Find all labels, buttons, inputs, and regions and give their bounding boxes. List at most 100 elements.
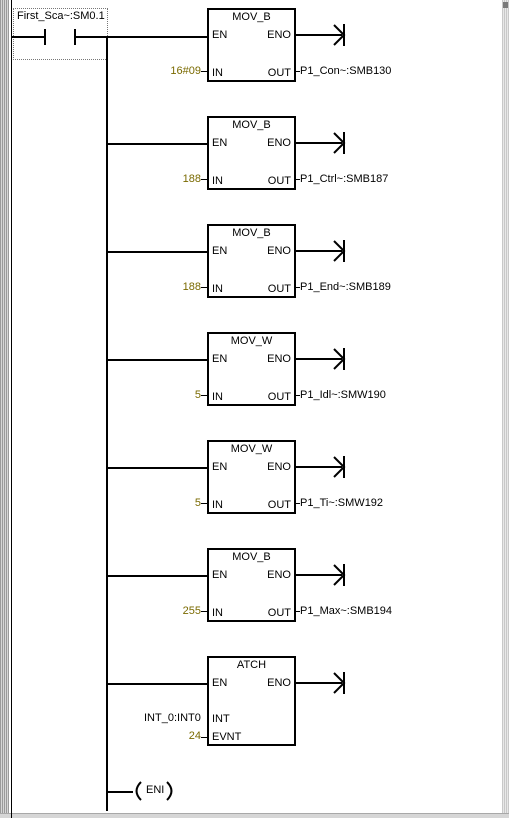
- wire: [107, 683, 207, 685]
- eni-coil-icon[interactable]: [131, 781, 177, 801]
- output-arrow-icon: [333, 672, 346, 694]
- in-label: IN: [212, 499, 223, 511]
- block-title: MOV_B: [232, 119, 271, 131]
- out-value[interactable]: P1_Ctrl~:SMB187: [300, 173, 389, 185]
- wire: [107, 251, 207, 253]
- eno-label: ENO: [267, 569, 291, 581]
- eno-wire: [294, 250, 342, 252]
- mov-block[interactable]: MOV_B EN ENO IN OUT: [207, 224, 296, 298]
- block-title: MOV_B: [232, 227, 271, 239]
- out-value[interactable]: P1_Ti~:SMW192: [300, 497, 384, 509]
- out-label: OUT: [267, 175, 291, 187]
- block-title: MOV_B: [232, 11, 271, 23]
- contact-left-bar[interactable]: [44, 29, 46, 45]
- mov-block[interactable]: MOV_B EN ENO IN OUT: [207, 116, 296, 190]
- in-label: IN: [212, 283, 223, 295]
- eno-label: ENO: [267, 245, 291, 257]
- wire: [76, 36, 107, 38]
- out-label: OUT: [267, 391, 291, 403]
- en-label: EN: [212, 677, 228, 689]
- wire: [107, 467, 207, 469]
- in-value[interactable]: 188: [182, 281, 201, 293]
- out-value[interactable]: P1_Idl~:SMW190: [300, 389, 386, 401]
- en-label: EN: [212, 353, 228, 365]
- output-arrow-icon: [333, 240, 346, 262]
- out-label: OUT: [267, 283, 291, 295]
- in-value[interactable]: 5: [194, 497, 201, 509]
- evnt-value[interactable]: 24: [188, 730, 201, 742]
- eno-wire: [294, 682, 342, 684]
- in-tick: [201, 503, 207, 504]
- mov-block[interactable]: MOV_W EN ENO IN OUT: [207, 332, 296, 406]
- in-label: IN: [212, 175, 223, 187]
- in-tick: [201, 179, 207, 180]
- out-label: OUT: [267, 607, 291, 619]
- wire: [107, 36, 207, 38]
- output-arrow-icon: [333, 132, 346, 154]
- block-title: ATCH: [236, 659, 267, 671]
- output-arrow-icon: [333, 456, 346, 478]
- in-label: IN: [212, 67, 223, 79]
- block-title: MOV_W: [230, 443, 273, 455]
- vertical-scrollbar[interactable]: [502, 0, 509, 818]
- contact-right-bar[interactable]: [74, 29, 76, 45]
- horizontal-scrollbar[interactable]: [0, 813, 509, 818]
- out-tick: [294, 71, 300, 72]
- in-tick: [201, 611, 207, 612]
- in-value[interactable]: 5: [194, 389, 201, 401]
- wire: [107, 143, 207, 145]
- in-tick: [201, 71, 207, 72]
- eno-wire: [294, 34, 342, 36]
- mov-block[interactable]: MOV_B EN ENO IN OUT: [207, 548, 296, 622]
- output-arrow-icon: [333, 348, 346, 370]
- eno-wire: [294, 574, 342, 576]
- output-arrow-icon: [333, 24, 346, 46]
- in-value[interactable]: 16#09: [170, 65, 201, 77]
- block-title: MOV_B: [232, 551, 271, 563]
- out-value[interactable]: P1_End~:SMB189: [300, 281, 391, 293]
- contact-label: First_Sca~:SM0.1: [17, 10, 105, 22]
- in-label: IN: [212, 607, 223, 619]
- out-value[interactable]: P1_Con~:SMB130: [300, 65, 392, 77]
- output-arrow-icon: [333, 564, 346, 586]
- out-tick: [294, 395, 300, 396]
- eno-label: ENO: [267, 353, 291, 365]
- eno-wire: [294, 142, 342, 144]
- in-tick: [201, 395, 207, 396]
- eno-label: ENO: [267, 461, 291, 473]
- out-tick: [294, 611, 300, 612]
- block-title: MOV_W: [230, 335, 273, 347]
- out-tick: [294, 179, 300, 180]
- contact-selection-box[interactable]: [13, 8, 108, 60]
- power-rail: [11, 0, 12, 818]
- eno-label: ENO: [267, 137, 291, 149]
- wire: [107, 791, 133, 793]
- mov-block[interactable]: MOV_B EN ENO IN OUT: [207, 8, 296, 82]
- output-bus: [106, 36, 108, 811]
- in-value[interactable]: 188: [182, 173, 201, 185]
- evnt-tick: [201, 737, 207, 738]
- mov-block[interactable]: MOV_W EN ENO IN OUT: [207, 440, 296, 514]
- eno-label: ENO: [267, 677, 291, 689]
- evnt-label: EVNT: [212, 731, 242, 743]
- eno-label: ENO: [267, 29, 291, 41]
- out-value[interactable]: P1_Max~:SMB194: [300, 605, 393, 617]
- en-label: EN: [212, 245, 228, 257]
- in-label: IN: [212, 391, 223, 403]
- out-label: OUT: [267, 67, 291, 79]
- en-label: EN: [212, 29, 228, 41]
- wire: [12, 36, 44, 38]
- eno-wire: [294, 466, 342, 468]
- in-value[interactable]: 255: [182, 605, 201, 617]
- en-label: EN: [212, 569, 228, 581]
- atch-block[interactable]: ATCH EN ENO INT EVNT: [207, 656, 296, 746]
- int-value[interactable]: INT_0:INT0: [144, 712, 201, 724]
- scrollbar-thumb[interactable]: [503, 2, 508, 8]
- wire: [107, 359, 207, 361]
- left-margin-strip: [0, 0, 9, 818]
- en-label: EN: [212, 461, 228, 473]
- out-tick: [294, 287, 300, 288]
- int-label: INT: [212, 713, 230, 725]
- out-tick: [294, 503, 300, 504]
- out-label: OUT: [267, 499, 291, 511]
